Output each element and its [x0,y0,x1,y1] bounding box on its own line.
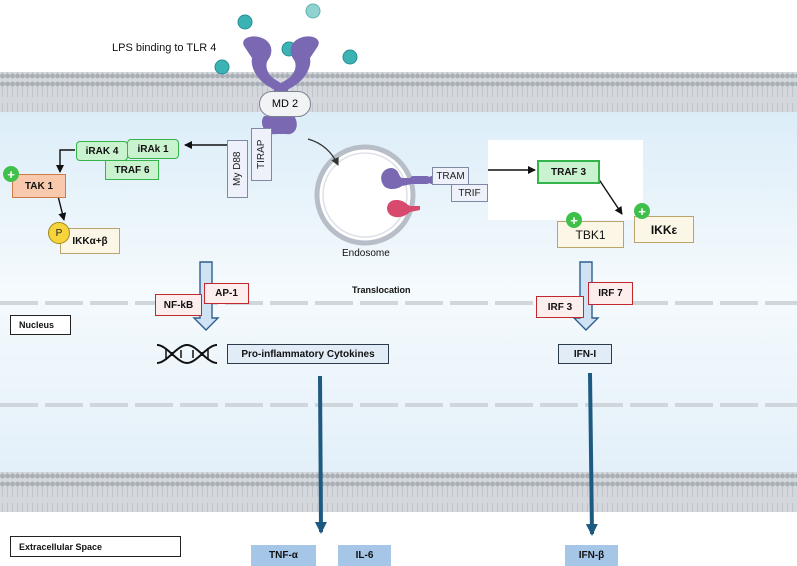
plasma-membrane-bottom [0,472,797,512]
tnf-alpha-box: TNF-α [251,545,316,566]
endocytosis-arrow [307,138,339,166]
lps-molecule [342,49,358,65]
endosomal-tlr4-icon [381,168,436,218]
ap1-node: AP-1 [204,283,249,304]
nfkb-node: NF-kB [155,294,202,316]
lps-molecule [237,14,253,30]
plasma-membrane-top [0,72,797,112]
traf6-node: TRAF 6 [105,160,159,180]
secretion-arrow-ifn [585,372,598,536]
lps-molecule [214,59,230,75]
irak1-node: iRAk 1 [127,139,179,159]
ifn1-box: IFN-I [558,344,612,364]
lps-binding-label: LPS binding to TLR 4 [112,42,217,54]
tram-adaptor: TRAM [432,167,469,185]
activation-plus-icon: + [634,203,650,219]
extracellular-region-label: Extracellular Space [10,536,181,557]
irf3-node: IRF 3 [536,296,584,318]
arrow-irak-to-tak1 [56,149,75,173]
activation-plus-icon: + [3,166,19,182]
nucleus-region-label: Nucleus [10,315,71,335]
ikk-alpha-beta-node: IKKα+β [60,228,120,254]
myd88-adaptor: My D88 [227,140,248,198]
lps-molecule [305,3,321,19]
irf7-node: IRF 7 [588,282,633,305]
il6-box: IL-6 [338,545,391,566]
tak1-node: TAK 1 [12,174,66,198]
phosphorylation-icon: P [48,222,70,244]
trif-adaptor: TRIF [451,184,488,202]
endosome-inner-ring [322,152,408,238]
md2-label: MD 2 [259,91,311,117]
arrow-traf3-to-ikke [597,177,623,215]
arrow-tak1-to-ikk [57,195,67,221]
activation-plus-icon: + [566,212,582,228]
ikk-epsilon-node: IKKε [634,216,694,243]
translocation-label: Translocation [352,285,411,295]
ifn-beta-box: IFN-β [565,545,618,566]
traf3-node: TRAF 3 [537,160,600,184]
endosome-label: Endosome [342,248,390,259]
secretion-arrow-cytokines [314,375,327,534]
irak4-node: iRAK 4 [76,141,128,161]
dna-icon [156,343,218,365]
tirap-adaptor: TIRAP [251,128,272,181]
cytokines-box: Pro-inflammatory Cytokines [227,344,389,364]
endosome-icon [314,144,416,246]
